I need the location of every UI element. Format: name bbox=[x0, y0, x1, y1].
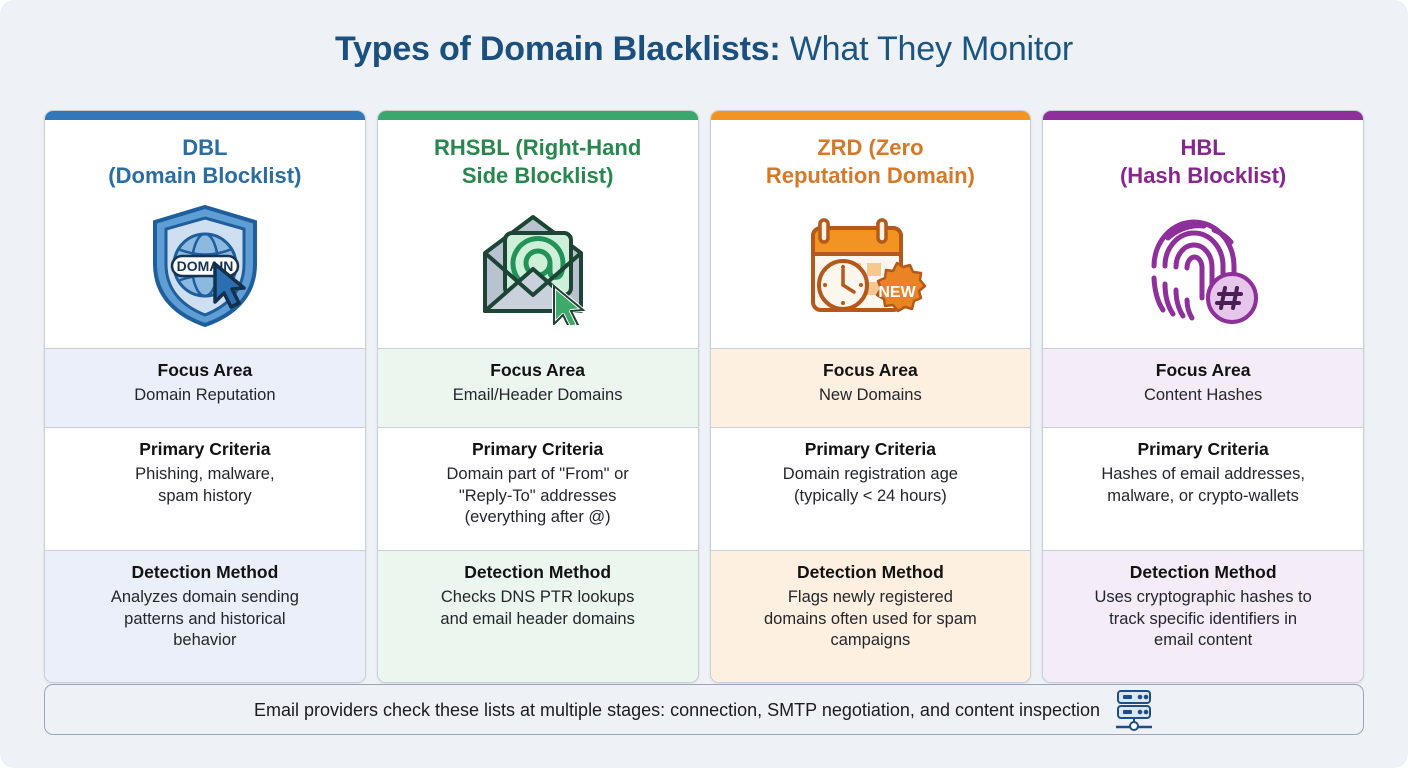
detection-method-value: Analyzes domain sending patterns and his… bbox=[110, 587, 299, 650]
page-title-light: What They Monitor bbox=[780, 30, 1073, 68]
calendar-clock-new-icon: NEW bbox=[721, 189, 1021, 342]
focus-area-value: Content Hashes bbox=[1143, 385, 1263, 404]
card-hbl[interactable]: HBL (Hash Blocklist) bbox=[1042, 110, 1364, 683]
card-title: ZRD (Zero Reputation Domain) bbox=[765, 135, 975, 188]
card-title: RHSBL (Right-Hand Side Blocklist) bbox=[433, 135, 642, 188]
page-title: Types of Domain Blacklists: What They Mo… bbox=[0, 0, 1408, 66]
server-rack-network-icon bbox=[1114, 689, 1154, 731]
detection-method-label: Detection Method bbox=[796, 562, 944, 582]
card-accent-bar bbox=[1043, 111, 1363, 120]
footer-banner: Email providers check these lists at mul… bbox=[44, 684, 1364, 735]
focus-area-row: Focus Area Content Hashes bbox=[1043, 349, 1363, 428]
envelope-at-sign-icon bbox=[388, 189, 688, 342]
focus-area-label: Focus Area bbox=[823, 360, 918, 380]
focus-area-value: Domain Reputation bbox=[134, 385, 276, 404]
card-zrd[interactable]: ZRD (Zero Reputation Domain) bbox=[709, 110, 1032, 683]
focus-area-label: Focus Area bbox=[1155, 360, 1251, 380]
card-accent-bar bbox=[710, 111, 1031, 120]
card-grid: DBL (Domain Blocklist) DOMAIN bbox=[44, 110, 1364, 683]
card-header: RHSBL (Right-Hand Side Blocklist) bbox=[377, 120, 698, 349]
card-accent-bar bbox=[377, 111, 698, 120]
detection-method-value: Flags newly registered domains often use… bbox=[763, 587, 977, 650]
focus-area-row: Focus Area Email/Header Domains bbox=[377, 349, 698, 428]
primary-criteria-value: Domain registration age (typically < 24 … bbox=[782, 464, 958, 505]
primary-criteria-value: Domain part of "From" or "Reply-To" addr… bbox=[446, 464, 629, 527]
card-header: DBL (Domain Blocklist) DOMAIN bbox=[45, 120, 365, 349]
footer-text: Email providers check these lists at mul… bbox=[253, 699, 1101, 720]
primary-criteria-value: Hashes of email addresses, malware, or c… bbox=[1101, 464, 1305, 505]
detection-method-row: Detection Method Flags newly registered … bbox=[710, 551, 1031, 682]
primary-criteria-label: Primary Criteria bbox=[139, 439, 271, 459]
page-title-strong: Types of Domain Blacklists: bbox=[335, 30, 781, 68]
focus-area-row: Focus Area New Domains bbox=[710, 349, 1031, 428]
detection-method-label: Detection Method bbox=[1129, 562, 1277, 582]
focus-area-row: Focus Area Domain Reputation bbox=[45, 349, 365, 428]
detection-method-row: Detection Method Checks DNS PTR lookups … bbox=[377, 551, 698, 682]
detection-method-value: Checks DNS PTR lookups and email header … bbox=[440, 587, 635, 628]
focus-area-label: Focus Area bbox=[490, 360, 585, 380]
detection-method-label: Detection Method bbox=[131, 562, 279, 582]
focus-area-value: New Domains bbox=[819, 385, 922, 404]
detection-method-row: Detection Method Analyzes domain sending… bbox=[45, 551, 365, 682]
card-title: DBL (Domain Blocklist) bbox=[108, 135, 302, 188]
primary-criteria-row: Primary Criteria Phishing, malware, spam… bbox=[45, 428, 365, 551]
detection-method-label: Detection Method bbox=[464, 562, 612, 582]
card-header: HBL (Hash Blocklist) bbox=[1043, 120, 1363, 349]
fingerprint-hash-icon bbox=[1053, 189, 1353, 342]
detection-method-row: Detection Method Uses cryptographic hash… bbox=[1043, 551, 1363, 682]
svg-text:NEW: NEW bbox=[879, 284, 917, 301]
focus-area-label: Focus Area bbox=[157, 360, 253, 380]
card-header: ZRD (Zero Reputation Domain) bbox=[710, 120, 1031, 349]
primary-criteria-value: Phishing, malware, spam history bbox=[135, 464, 275, 505]
focus-area-value: Email/Header Domains bbox=[452, 385, 623, 404]
card-accent-bar bbox=[45, 111, 365, 120]
detection-method-value: Uses cryptographic hashes to track speci… bbox=[1094, 587, 1312, 650]
card-rhsbl[interactable]: RHSBL (Right-Hand Side Blocklist) bbox=[376, 110, 699, 683]
primary-criteria-label: Primary Criteria bbox=[471, 439, 604, 459]
primary-criteria-row: Primary Criteria Domain part of "From" o… bbox=[377, 428, 698, 551]
primary-criteria-row: Primary Criteria Domain registration age… bbox=[710, 428, 1031, 551]
primary-criteria-label: Primary Criteria bbox=[804, 439, 937, 459]
primary-criteria-label: Primary Criteria bbox=[1137, 439, 1269, 459]
card-dbl[interactable]: DBL (Domain Blocklist) DOMAIN bbox=[44, 110, 366, 683]
primary-criteria-row: Primary Criteria Hashes of email address… bbox=[1043, 428, 1363, 551]
shield-globe-domain-icon: DOMAIN bbox=[55, 189, 355, 342]
card-title: HBL (Hash Blocklist) bbox=[1119, 135, 1287, 188]
